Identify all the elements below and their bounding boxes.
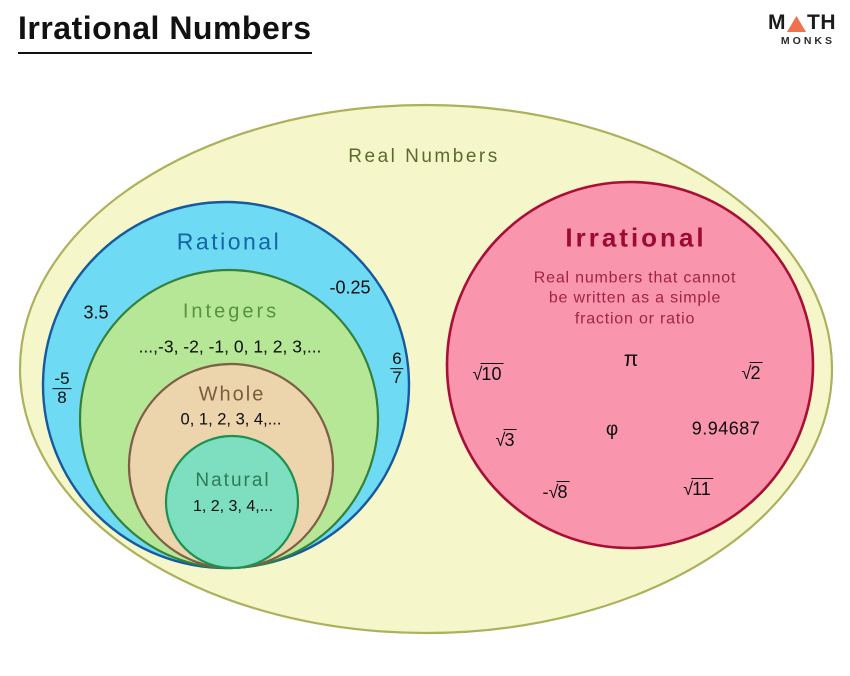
integers-values: ...,-3, -2, -1, 0, 1, 2, 3,... xyxy=(138,336,322,357)
integers-label: Integers xyxy=(182,300,280,323)
irrational-example-sqrt2: √2 xyxy=(742,362,763,384)
radical-sign: √ xyxy=(495,430,506,450)
irrational-label: Irrational xyxy=(565,222,707,253)
irrational-description-line: fraction or ratio xyxy=(574,310,696,328)
radicand: 11 xyxy=(691,478,713,499)
minus-sign: - xyxy=(542,482,549,502)
radicand: 2 xyxy=(749,362,763,383)
rational-fraction-neg-5-8: -5 8 xyxy=(52,369,72,408)
irrational-description: Real numbers that cannot be written as a… xyxy=(534,268,736,329)
math-monks-logo: M TH MONKS xyxy=(768,12,836,47)
irrational-example-sqrt3: √3 xyxy=(496,429,517,451)
rational-label: Rational xyxy=(176,228,282,255)
logo-subtitle: MONKS xyxy=(780,35,835,47)
fraction-numerator: 6 xyxy=(392,349,402,369)
natural-circle xyxy=(164,434,300,570)
rational-example-3-5: 3.5 xyxy=(83,302,109,323)
radical-sign: √ xyxy=(741,363,752,383)
irrational-description-line: be written as a simple xyxy=(548,289,722,307)
fraction-numerator: -5 xyxy=(54,369,70,389)
whole-label: Whole xyxy=(198,383,266,406)
logo-letters-th: TH xyxy=(807,11,836,34)
fraction-denominator: 7 xyxy=(390,368,404,388)
radicand: 10 xyxy=(480,363,504,384)
natural-label: Natural xyxy=(195,470,271,491)
natural-values: 1, 2, 3, 4,... xyxy=(192,498,274,515)
radical-sign: √ xyxy=(683,479,694,499)
irrational-example-decimal: 9.94687 xyxy=(691,418,761,439)
logo-triangle-icon xyxy=(787,16,806,32)
logo-wordmark: M TH xyxy=(768,12,836,33)
irrational-description-line: Real numbers that cannot xyxy=(533,269,737,287)
rational-example-neg-0-25: -0.25 xyxy=(329,277,371,298)
irrational-circle xyxy=(445,180,815,550)
page-title: Irrational Numbers xyxy=(18,10,312,54)
fraction-denominator: 8 xyxy=(52,388,72,408)
logo-letter-m: M xyxy=(768,11,786,34)
irrational-example-phi: φ xyxy=(605,419,619,440)
irrational-example-sqrt11: √11 xyxy=(683,478,713,500)
irrational-example-sqrt10: √10 xyxy=(473,363,504,385)
radical-sign: √ xyxy=(548,482,559,502)
radicand: 8 xyxy=(556,481,570,502)
irrational-example-pi: π xyxy=(623,348,639,371)
radicand: 3 xyxy=(503,429,517,450)
whole-values: 0, 1, 2, 3, 4,... xyxy=(180,410,282,429)
rational-fraction-6-7: 6 7 xyxy=(390,349,404,388)
radical-sign: √ xyxy=(472,364,483,384)
real-numbers-label: Real Numbers xyxy=(348,146,500,167)
irrational-example-neg-sqrt8: -√8 xyxy=(543,481,570,503)
